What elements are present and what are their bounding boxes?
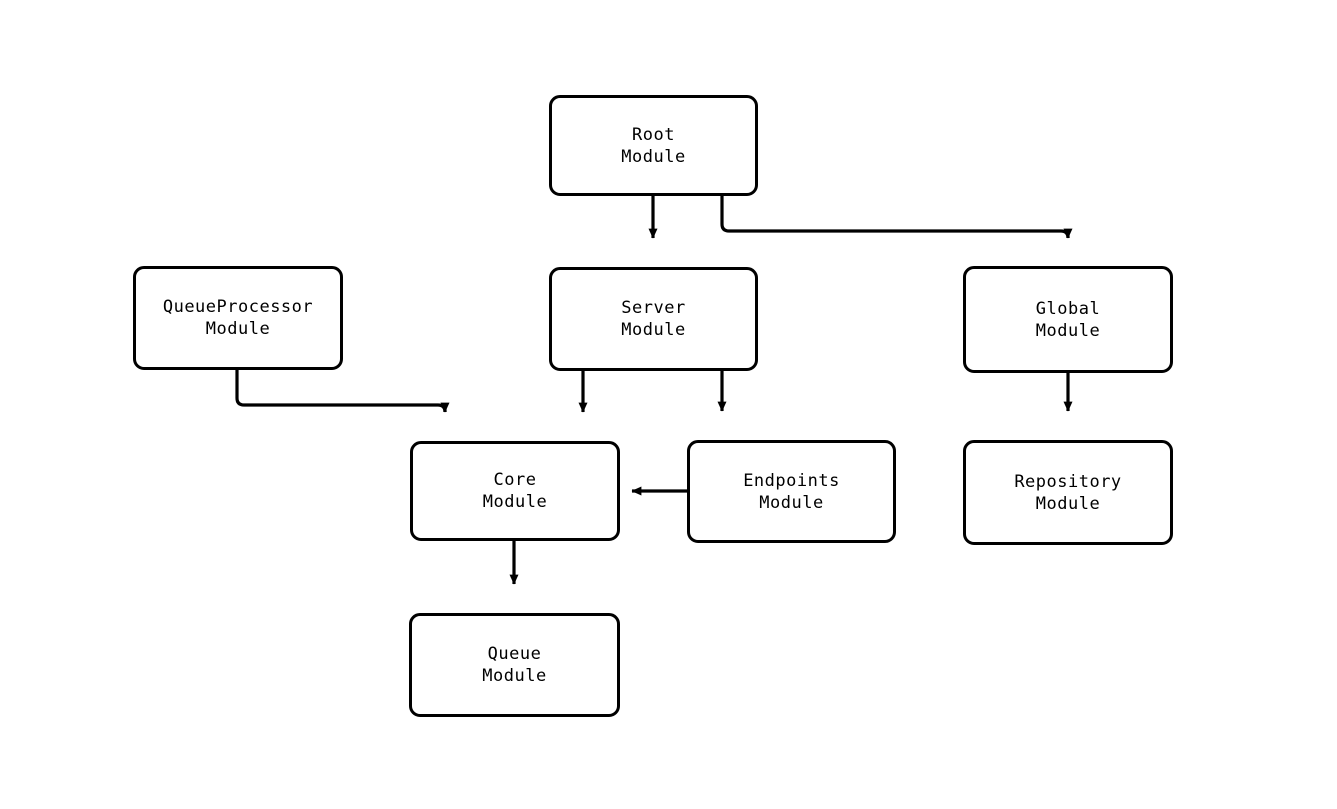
node-queueprocessor-subtitle: Module — [205, 319, 271, 339]
node-root-subtitle: Module — [621, 146, 686, 167]
node-global-title: Global — [1035, 298, 1101, 319]
node-queue-title: Queue — [487, 644, 542, 664]
node-repository-title: Repository — [1014, 471, 1122, 492]
node-global-subtitle: Module — [1035, 320, 1101, 341]
node-queue-subtitle: Module — [482, 666, 547, 686]
node-root-title: Root — [632, 124, 675, 145]
edge-root-global — [720, 196, 1070, 239]
node-global[interactable]: Global Module — [963, 266, 1173, 373]
node-server[interactable]: Server Module — [549, 267, 758, 371]
node-queue[interactable]: Queue Module — [409, 613, 620, 717]
node-repository-subtitle: Module — [1035, 493, 1101, 514]
node-core[interactable]: Core Module — [410, 441, 620, 541]
node-server-subtitle: Module — [621, 320, 686, 340]
node-endpoints[interactable]: Endpoints Module — [687, 440, 896, 543]
node-server-title: Server — [621, 298, 686, 318]
node-endpoints-title: Endpoints — [743, 470, 840, 491]
node-core-title: Core — [493, 470, 537, 490]
node-root[interactable]: Root Module — [549, 95, 758, 196]
node-endpoints-subtitle: Module — [759, 492, 824, 513]
edge-queueprocessor-core — [235, 370, 447, 413]
node-core-subtitle: Module — [482, 492, 548, 512]
node-queueprocessor[interactable]: QueueProcessor Module — [133, 266, 343, 370]
node-repository[interactable]: Repository Module — [963, 440, 1173, 545]
node-queueprocessor-title: QueueProcessor — [162, 297, 314, 317]
